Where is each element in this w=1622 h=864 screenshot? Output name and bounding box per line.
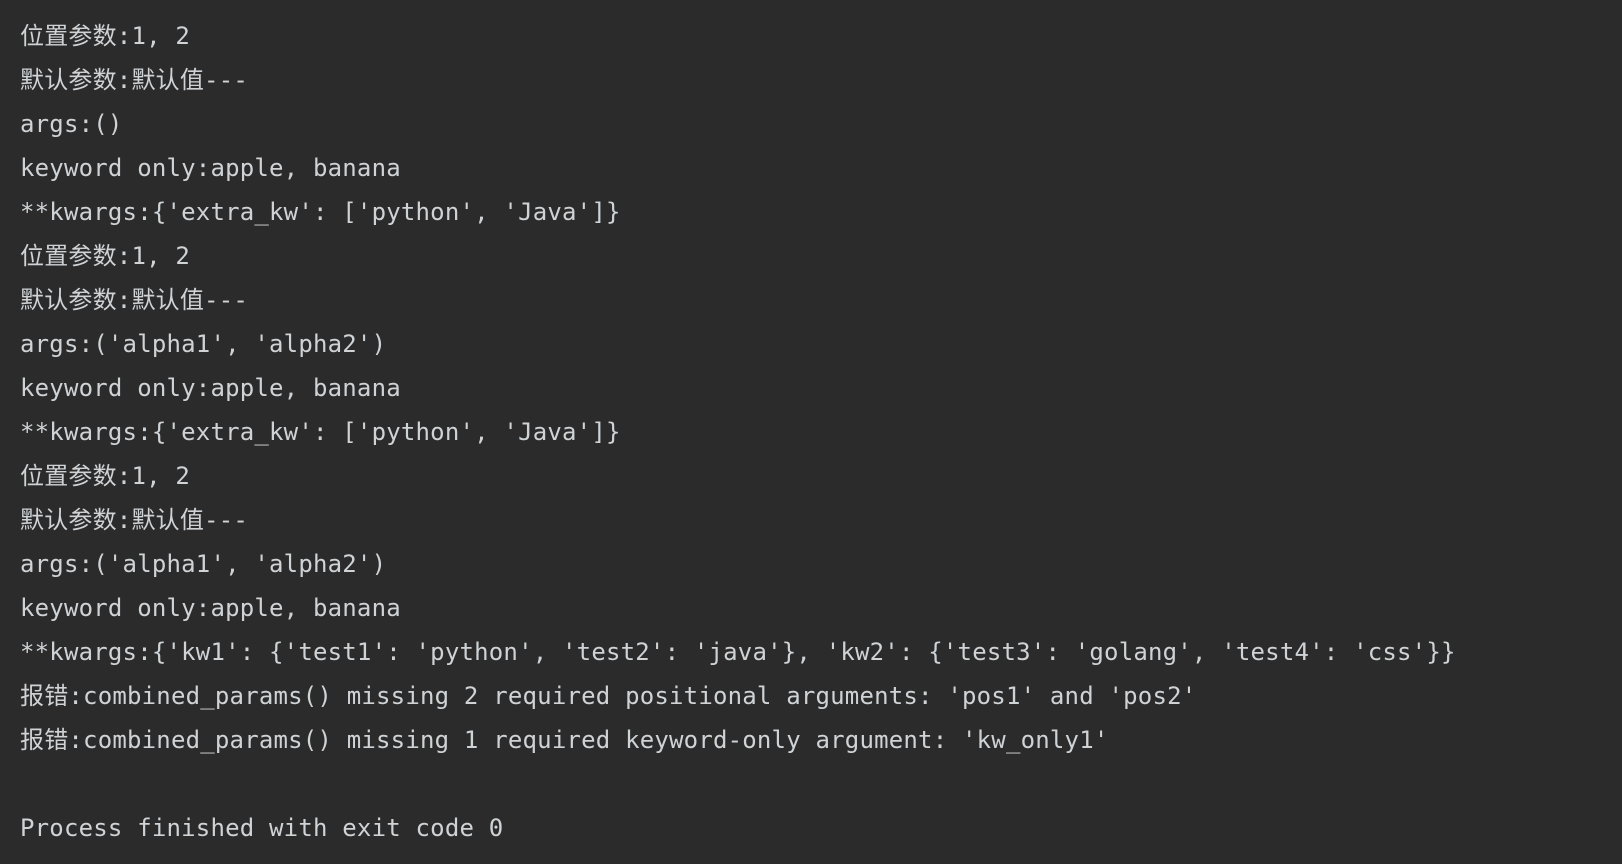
console-line: 位置参数:1, 2 [20,242,191,270]
console-line: args:() [20,110,123,138]
console-blank-line [20,762,1622,806]
process-exit-message: Process finished with exit code 0 [20,814,504,842]
console-line: **kwargs:{'extra_kw': ['python', 'Java']… [20,418,621,446]
console-line: **kwargs:{'extra_kw': ['python', 'Java']… [20,198,621,226]
console-line: args:('alpha1', 'alpha2') [20,550,387,578]
console-line: 位置参数:1, 2 [20,462,191,490]
console-line: args:('alpha1', 'alpha2') [20,330,387,358]
console-line: 位置参数:1, 2 [20,22,191,50]
console-line: 默认参数:默认值--- [20,286,248,314]
console-line-error: 报错:combined_params() missing 2 required … [20,682,1197,710]
console-line: 默认参数:默认值--- [20,66,248,94]
console-line: keyword only:apple, banana [20,594,401,622]
console-line-error: 报错:combined_params() missing 1 required … [20,726,1109,754]
console-line: keyword only:apple, banana [20,154,401,182]
console-line: keyword only:apple, banana [20,374,401,402]
console-line: **kwargs:{'kw1': {'test1': 'python', 'te… [20,638,1456,666]
console-line: 默认参数:默认值--- [20,506,248,534]
